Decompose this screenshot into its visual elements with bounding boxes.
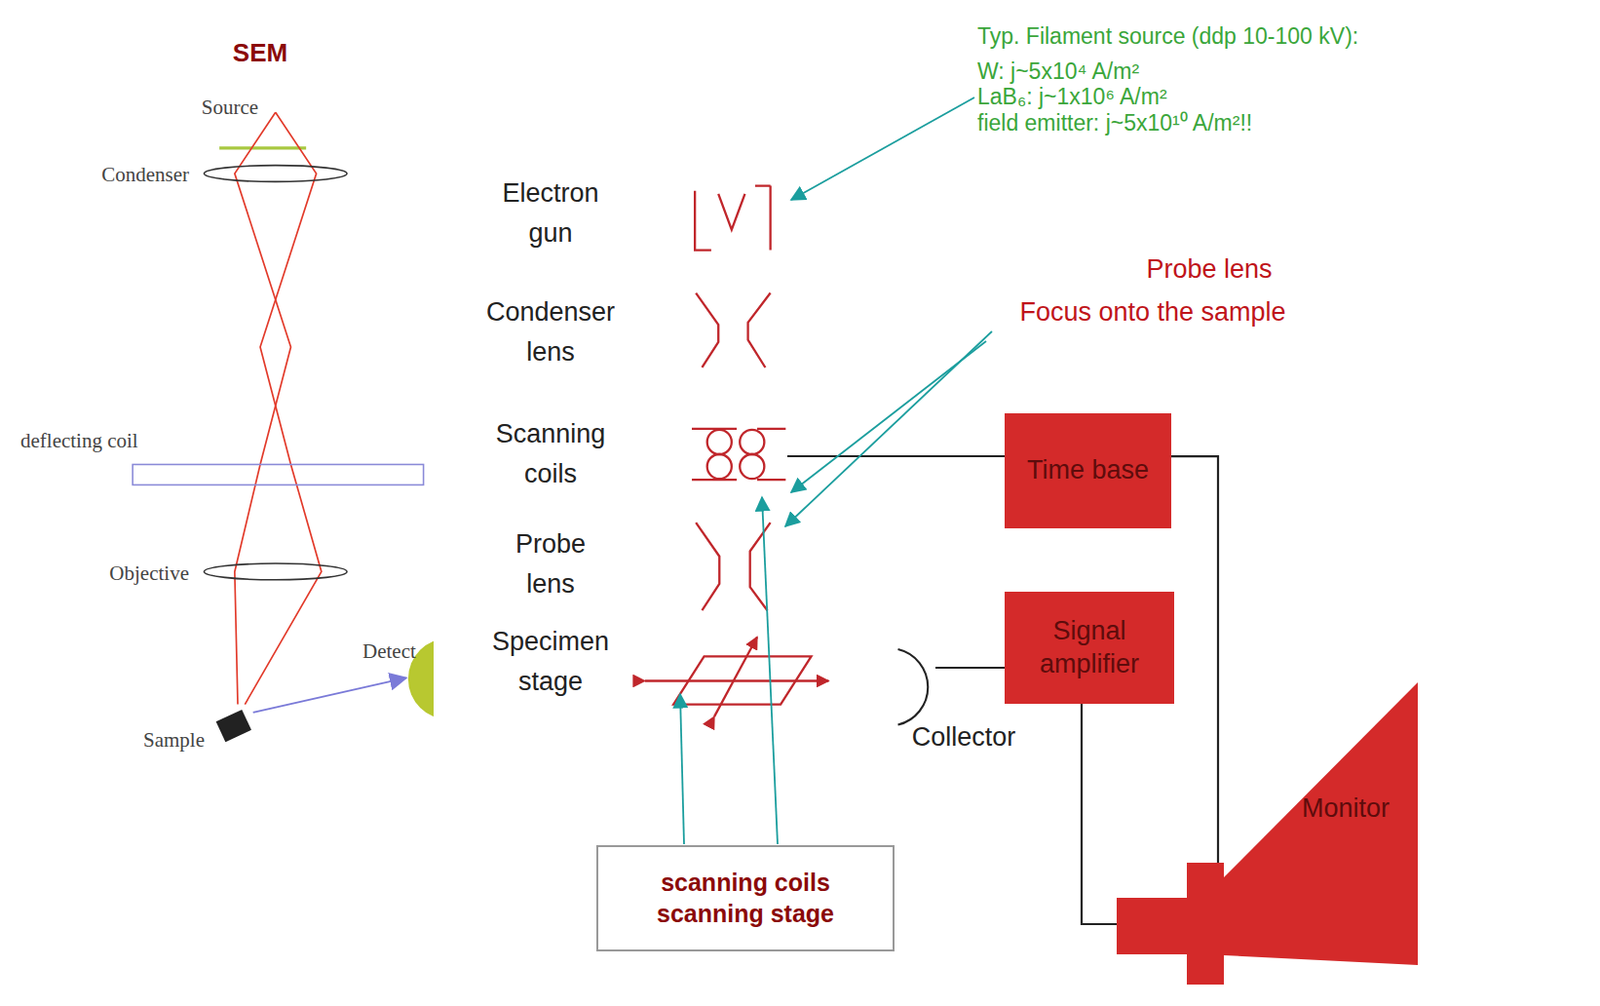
note-text: field emitter: j~5x10¹⁰ A/m²!! [977, 110, 1253, 136]
part-label: Specimen stage [492, 621, 610, 701]
deflecting-coil [132, 463, 423, 485]
note-box: scanning coils scanning stage [596, 844, 895, 952]
stage-arrow [714, 636, 758, 717]
scan-coil-frame [757, 428, 786, 480]
signal-wire [1081, 703, 1117, 924]
scan-coil-frame [691, 428, 737, 480]
note-text: LaB₆: j~1x10⁶ A/m² [977, 83, 1168, 110]
monitor-shape: Monitor [1116, 682, 1419, 985]
diagram-title: SEM [232, 38, 288, 69]
node-text: Signal amplifier [1016, 614, 1163, 682]
scan-wire [787, 455, 1005, 458]
part-label: deflecting coil [20, 428, 139, 453]
gun-bracket [755, 186, 771, 251]
scan-coil-loop [739, 429, 764, 455]
part-label: Condenser [101, 162, 190, 187]
process-box: Signal amplifier [1004, 591, 1175, 704]
aperture-bar [219, 146, 306, 150]
node-text: Time base [1027, 454, 1149, 488]
stage-arrow [645, 679, 829, 682]
monitor-neck [1186, 862, 1224, 985]
condenser-pole [695, 293, 719, 368]
note-text: W: j~5x10⁴ A/m² [977, 58, 1140, 84]
leader-line [761, 496, 778, 844]
beam-ray [234, 112, 292, 704]
scan-coil-loop [707, 429, 732, 455]
collector-wire [935, 666, 1005, 669]
condenser-pole [748, 293, 771, 368]
schematic-ground [433, 68, 1600, 1006]
monitor-screen [1223, 682, 1418, 965]
part-label: Source [201, 95, 259, 119]
condenser-lens [203, 165, 347, 183]
monitor-plug [1116, 897, 1187, 954]
node-text: Monitor [1301, 792, 1390, 826]
leader-line [791, 341, 987, 493]
sample-block [216, 709, 252, 742]
process-box: Time base [1004, 413, 1172, 529]
part-label: Objective [109, 561, 190, 585]
part-label: Sample [143, 727, 205, 752]
scan-coil-loop [707, 454, 732, 479]
gun-bracket [694, 190, 712, 251]
gun-filament [718, 193, 745, 230]
part-label: Electron gun [501, 173, 599, 253]
leader-line [785, 331, 992, 527]
part-label: Condenser lens [486, 292, 615, 372]
part-label: Collector [912, 722, 1017, 753]
callout-note: Focus onto the sample [1019, 297, 1286, 328]
note-text: Typ. Filament source (ddp 10-100 kV): [977, 23, 1359, 49]
leader-line [791, 97, 975, 200]
beam-ray [244, 112, 322, 704]
part-label: Probe lens [515, 524, 586, 604]
leader-line [680, 693, 685, 844]
callout-title: Probe lens [1145, 254, 1272, 285]
probe-pole [695, 522, 720, 610]
objective-lens [203, 563, 347, 580]
monitor-outline [1116, 682, 1419, 985]
signal-arrow [253, 677, 407, 713]
scan-coil-loop [739, 454, 764, 479]
signal-wire [1171, 456, 1219, 863]
part-label: Scanning coils [495, 414, 607, 494]
part-label: Detect [362, 639, 417, 663]
node-text: scanning coils scanning stage [646, 867, 846, 929]
collector-symbol [898, 648, 929, 724]
